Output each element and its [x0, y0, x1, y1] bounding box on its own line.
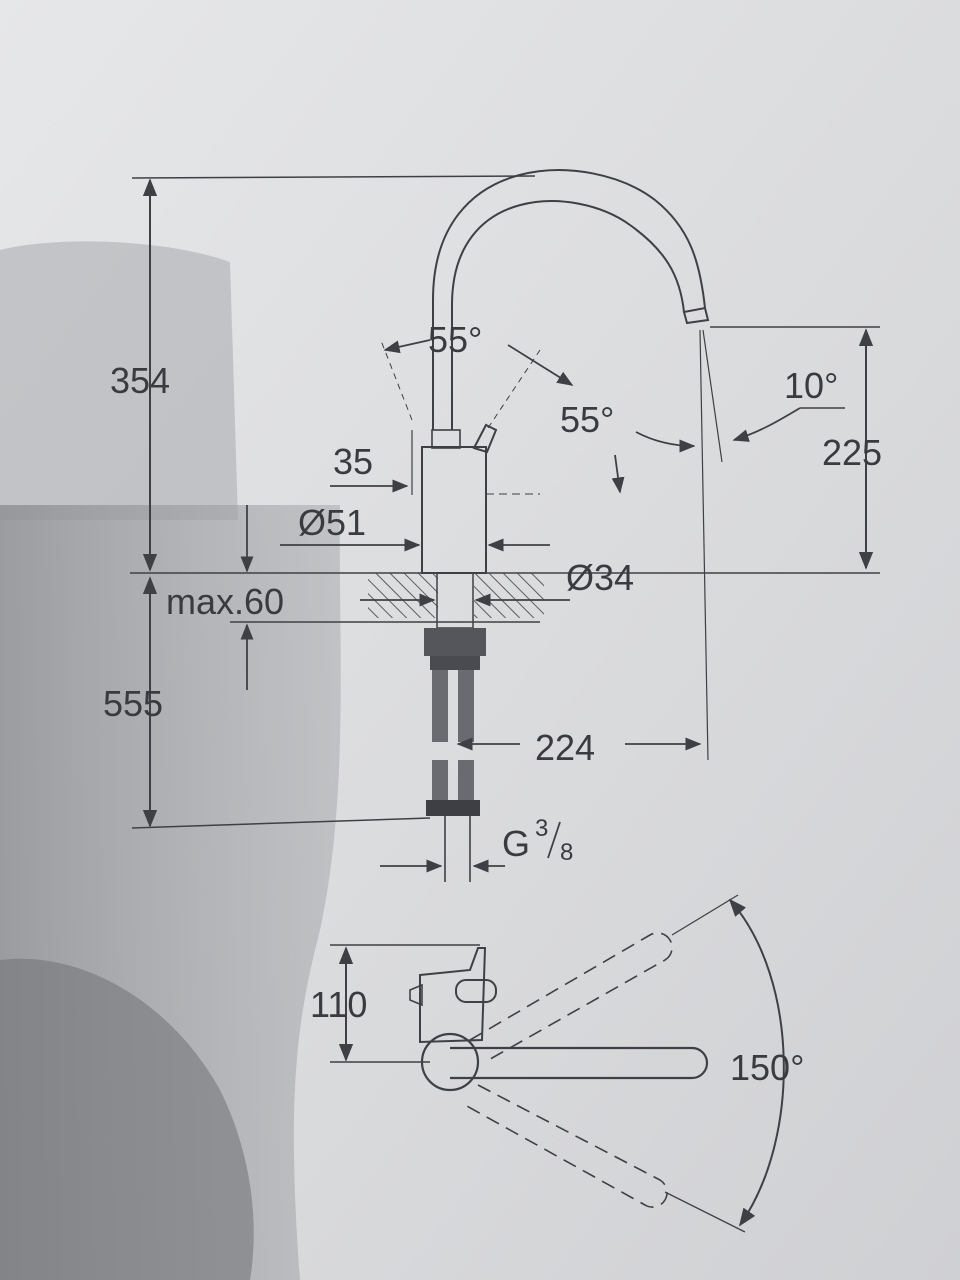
swivel-angle-label: 150°: [730, 1047, 804, 1088]
max-deck-label: max.60: [166, 581, 284, 622]
handle-angle-side-label: 55°: [560, 399, 614, 440]
hose-length-label: 555: [103, 683, 163, 724]
total-height-label: 354: [110, 360, 170, 401]
reach-label: 224: [535, 727, 595, 768]
hand-shadow-dark: [0, 958, 254, 1280]
handle-depth-label: 110: [310, 984, 367, 1025]
shank-diameter-label: Ø34: [566, 557, 634, 598]
spout-tilt-label: 10°: [784, 365, 838, 406]
thread-main-label: G: [502, 823, 530, 864]
spout-angle-top-label: 55°: [428, 319, 482, 360]
hand-shadow-upper: [0, 241, 238, 520]
lever-width-label: 35: [333, 441, 373, 482]
spout-height-label: 225: [822, 432, 882, 473]
body-diameter-label: Ø51: [298, 502, 366, 543]
thread-numerator: 3: [535, 815, 548, 842]
thread-denominator: 8: [560, 839, 573, 866]
